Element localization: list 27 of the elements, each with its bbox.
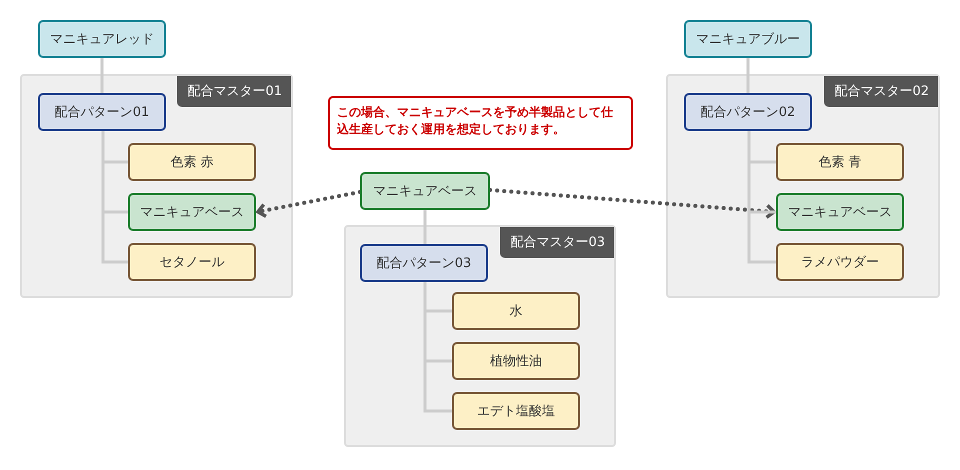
dotted-arrow — [255, 190, 362, 218]
semi-product-box: マニキュアベース — [360, 172, 490, 210]
master-tab-label: 配合マスター01 — [177, 76, 291, 107]
ingredient-box: エデト塩酸塩 — [452, 392, 580, 430]
pattern-box: 配合パターン01 — [38, 93, 166, 131]
pattern-box: 配合パターン03 — [360, 244, 488, 282]
master-panel — [20, 74, 293, 298]
master-panel — [344, 225, 616, 447]
master-tab-label: 配合マスター02 — [824, 76, 938, 107]
dotted-arrow — [488, 188, 777, 220]
ingredient-box: 色素 青 — [776, 143, 904, 181]
ingredient-box: 水 — [452, 292, 580, 330]
connector-line — [100, 58, 104, 93]
master-panel — [666, 74, 940, 298]
ingredient-box: 植物性油 — [452, 342, 580, 380]
ingredient-box: セタノール — [128, 243, 256, 281]
ingredient-box: 色素 赤 — [128, 143, 256, 181]
product-box: マニキュアレッド — [38, 20, 166, 58]
ingredient-box: ラメパウダー — [776, 243, 904, 281]
product-box: マニキュアブルー — [684, 20, 812, 58]
note-box: この場合、マニキュアベースを予め半製品として仕込生産しておく運用を想定しております。 — [328, 96, 633, 150]
master-tab-label: 配合マスター03 — [500, 227, 614, 258]
semi-product-box: マニキュアベース — [128, 193, 256, 231]
connector-line — [424, 210, 426, 244]
connector-line — [746, 58, 750, 93]
pattern-box: 配合パターン02 — [684, 93, 812, 131]
semi-product-box: マニキュアベース — [776, 193, 904, 231]
